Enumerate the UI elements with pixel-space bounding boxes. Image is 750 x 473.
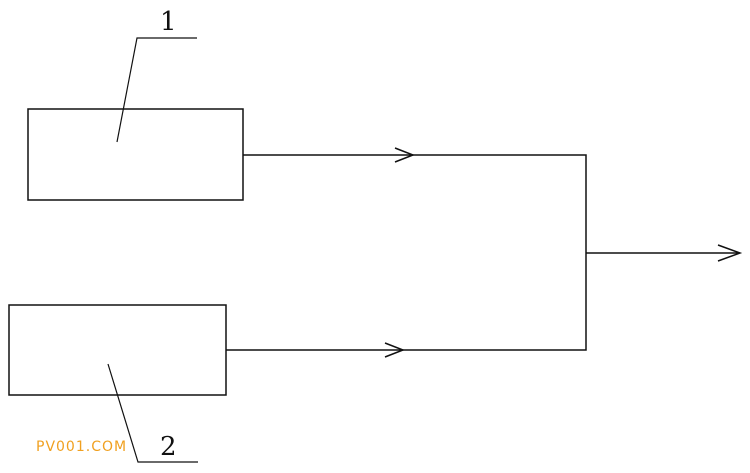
arrow-right-icon [717, 244, 743, 262]
block-1 [27, 108, 244, 201]
flow-line-upper [243, 154, 587, 253]
reference-label-2: 2 [160, 432, 177, 462]
arrow-right-icon [394, 147, 416, 163]
arrow-right-icon [384, 342, 406, 358]
leader-line-2 [107, 363, 198, 463]
flow-line-lower [226, 253, 587, 351]
watermark-text: PV001.COM [36, 439, 127, 455]
reference-label-1: 1 [160, 7, 177, 37]
block-2 [8, 304, 227, 396]
leader-line-1 [116, 37, 197, 143]
